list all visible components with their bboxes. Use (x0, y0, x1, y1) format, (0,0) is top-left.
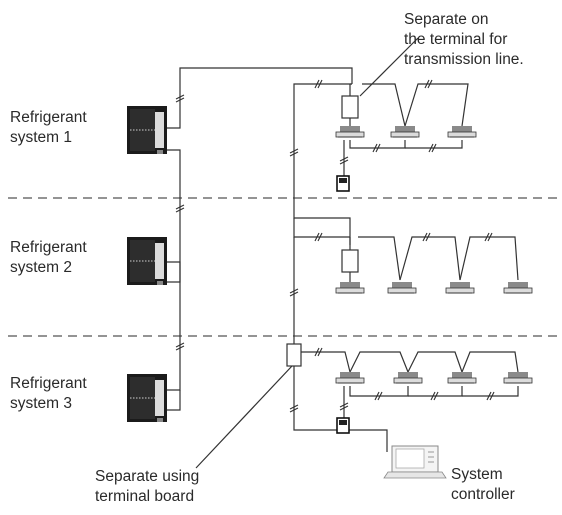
system-label-3: Refrigerant system 3 (10, 374, 87, 414)
system-label-1-line1: Refrigerant (10, 109, 87, 126)
system-label-2-line1: Refrigerant (10, 239, 87, 256)
indoor-unit-3b (393, 371, 423, 384)
callout-terminal-board: Separate using terminal board (95, 467, 199, 507)
callout-terminal-board-line1: Separate using (95, 468, 200, 485)
indoor-unit-2b (387, 281, 417, 294)
system-controller-device (383, 445, 447, 479)
indoor-unit-3a (335, 371, 365, 384)
outdoor-unit-1 (126, 105, 168, 155)
indoor-unit-3c (447, 371, 477, 384)
callout-terminal-separation-line1: Separate on (404, 11, 489, 28)
system-label-1-line2: system 1 (10, 129, 73, 146)
remote-controller-3 (336, 417, 350, 434)
callout-system-controller-line1: System (451, 466, 503, 483)
indoor-unit-2c (445, 281, 475, 294)
callout-system-controller-line2: controller (451, 486, 515, 503)
remote-controller-1 (336, 175, 350, 192)
system-label-3-line2: system 3 (10, 395, 73, 412)
callout-terminal-separation-line2: the terminal for (404, 31, 508, 48)
system-label-2-line2: system 2 (10, 259, 73, 276)
system-label-1: Refrigerant system 1 (10, 108, 87, 148)
callout-terminal-separation-line3: transmission line. (404, 51, 524, 68)
callout-system-controller: System controller (451, 465, 515, 505)
transmission-wiring (167, 37, 519, 469)
outdoor-unit-3 (126, 373, 168, 423)
indoor-unit-1b (390, 125, 420, 138)
system-label-2: Refrigerant system 2 (10, 238, 87, 278)
indoor-unit-3d (503, 371, 533, 384)
indoor-unit-2a (335, 281, 365, 294)
indoor-unit-1a (335, 125, 365, 138)
callout-terminal-separation: Separate on the terminal for transmissio… (404, 10, 524, 70)
callout-terminal-board-line2: terminal board (95, 488, 195, 505)
wire-slash-marks (175, 79, 495, 413)
system-label-3-line1: Refrigerant (10, 375, 87, 392)
indoor-unit-1c (447, 125, 477, 138)
outdoor-unit-2 (126, 236, 168, 286)
indoor-unit-2d (503, 281, 533, 294)
